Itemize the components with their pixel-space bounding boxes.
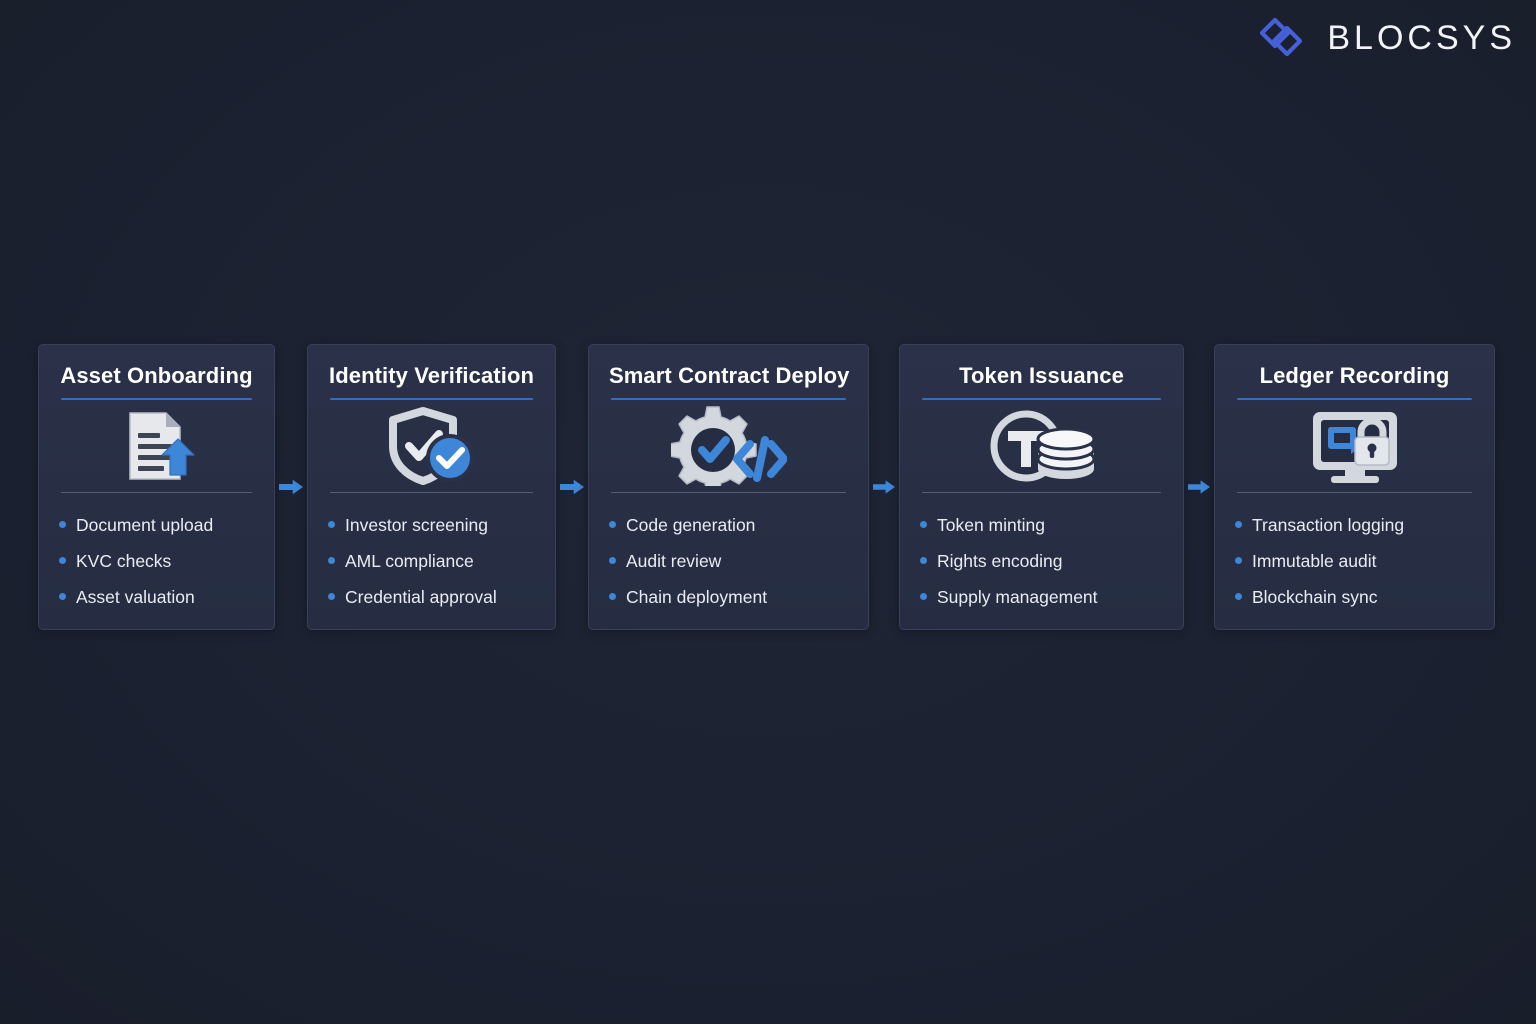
bullet-icon [920,557,927,564]
list-item: Investor screening [328,507,535,543]
right-arrow-icon [560,479,584,495]
section-divider [61,492,252,493]
list-item: Audit review [609,543,848,579]
bullet-icon [609,557,616,564]
step-title: Token Issuance [959,363,1124,388]
list-item: AML compliance [328,543,535,579]
list-item-label: Document upload [76,515,214,535]
right-arrow-icon [873,480,895,494]
list-item: Transaction logging [1235,507,1474,543]
bullet-icon [59,593,66,600]
section-divider [922,492,1161,493]
list-item: Token minting [920,507,1163,543]
flow-connector-arrow-3 [869,344,899,630]
gear-code-icon [609,400,848,492]
list-item: Blockchain sync [1235,579,1474,615]
bullet-icon [328,521,335,528]
title-underline [61,398,252,400]
brand-name: BLOCSYS [1327,18,1516,57]
title-underline [330,398,533,400]
bullet-icon [1235,557,1242,564]
bullet-icon [59,557,66,564]
bullet-icon [609,593,616,600]
list-item-label: Immutable audit [1252,551,1377,571]
bullet-icon [59,521,66,528]
step-title: Smart Contract Deploy [609,363,850,388]
bullet-icon [920,521,927,528]
bullet-icon [328,593,335,600]
list-item-label: Code generation [626,515,756,535]
list-item: Credential approval [328,579,535,615]
list-item-label: Token minting [937,515,1045,535]
brand-logo: BLOCSYS [1257,14,1516,62]
step-item-list: Transaction logging Immutable audit Bloc… [1235,507,1474,615]
list-item: Rights encoding [920,543,1163,579]
list-item-label: Chain deployment [626,587,768,607]
list-item: Code generation [609,507,848,543]
title-underline [1237,398,1472,400]
flow-connector-arrow-2 [556,344,588,630]
section-divider [330,492,533,493]
list-item-label: KVC checks [76,551,172,571]
shield-check-icon [328,400,535,492]
flow-connector-arrow-4 [1184,344,1214,630]
right-arrow-icon [1188,480,1210,494]
bullet-icon [328,557,335,564]
flow-step-token-issuance[interactable]: Token Issuance Token minting [899,344,1184,630]
section-divider [1237,492,1472,493]
list-item: Immutable audit [1235,543,1474,579]
token-coins-icon [920,400,1163,492]
list-item-label: Audit review [626,551,722,571]
bullet-icon [609,521,616,528]
flow-step-ledger-recording[interactable]: Ledger Recording [1214,344,1495,630]
step-item-list: Document upload KVC checks Asset valuati… [59,507,254,615]
step-title: Asset Onboarding [60,363,253,388]
step-item-list: Token minting Rights encoding Supply man… [920,507,1163,615]
list-item-label: Rights encoding [937,551,1063,571]
list-item-label: Blockchain sync [1252,587,1378,607]
list-item: Chain deployment [609,579,848,615]
list-item-label: Transaction logging [1252,515,1405,535]
list-item-label: AML compliance [345,551,474,571]
document-upload-icon [59,400,254,492]
flow-step-smart-contract-deploy[interactable]: Smart Contract Deploy [588,344,869,630]
process-flow: Asset Onboarding Document upload [38,344,1498,630]
list-item-label: Asset valuation [76,587,195,607]
flow-step-asset-onboarding[interactable]: Asset Onboarding Document upload [38,344,275,630]
step-item-list: Code generation Audit review Chain deplo… [609,507,848,615]
step-title: Identity Verification [328,363,535,388]
right-arrow-icon [279,479,303,495]
list-item: Document upload [59,507,254,543]
flow-step-identity-verification[interactable]: Identity Verification Investor screening… [307,344,556,630]
section-divider [611,492,846,493]
flow-connector-arrow-1 [275,344,307,630]
bullet-icon [1235,521,1242,528]
overlapping-diamonds-logo-icon [1257,14,1309,62]
list-item: KVC checks [59,543,254,579]
bullet-icon [920,593,927,600]
bullet-icon [1235,593,1242,600]
list-item-label: Credential approval [345,587,497,607]
list-item-label: Supply management [937,587,1098,607]
list-item: Asset valuation [59,579,254,615]
step-title: Ledger Recording [1259,363,1450,388]
list-item: Supply management [920,579,1163,615]
title-underline [922,398,1161,400]
list-item-label: Investor screening [345,515,488,535]
title-underline [611,398,846,400]
monitor-lock-icon [1235,400,1474,492]
step-item-list: Investor screening AML compliance Creden… [328,507,535,615]
